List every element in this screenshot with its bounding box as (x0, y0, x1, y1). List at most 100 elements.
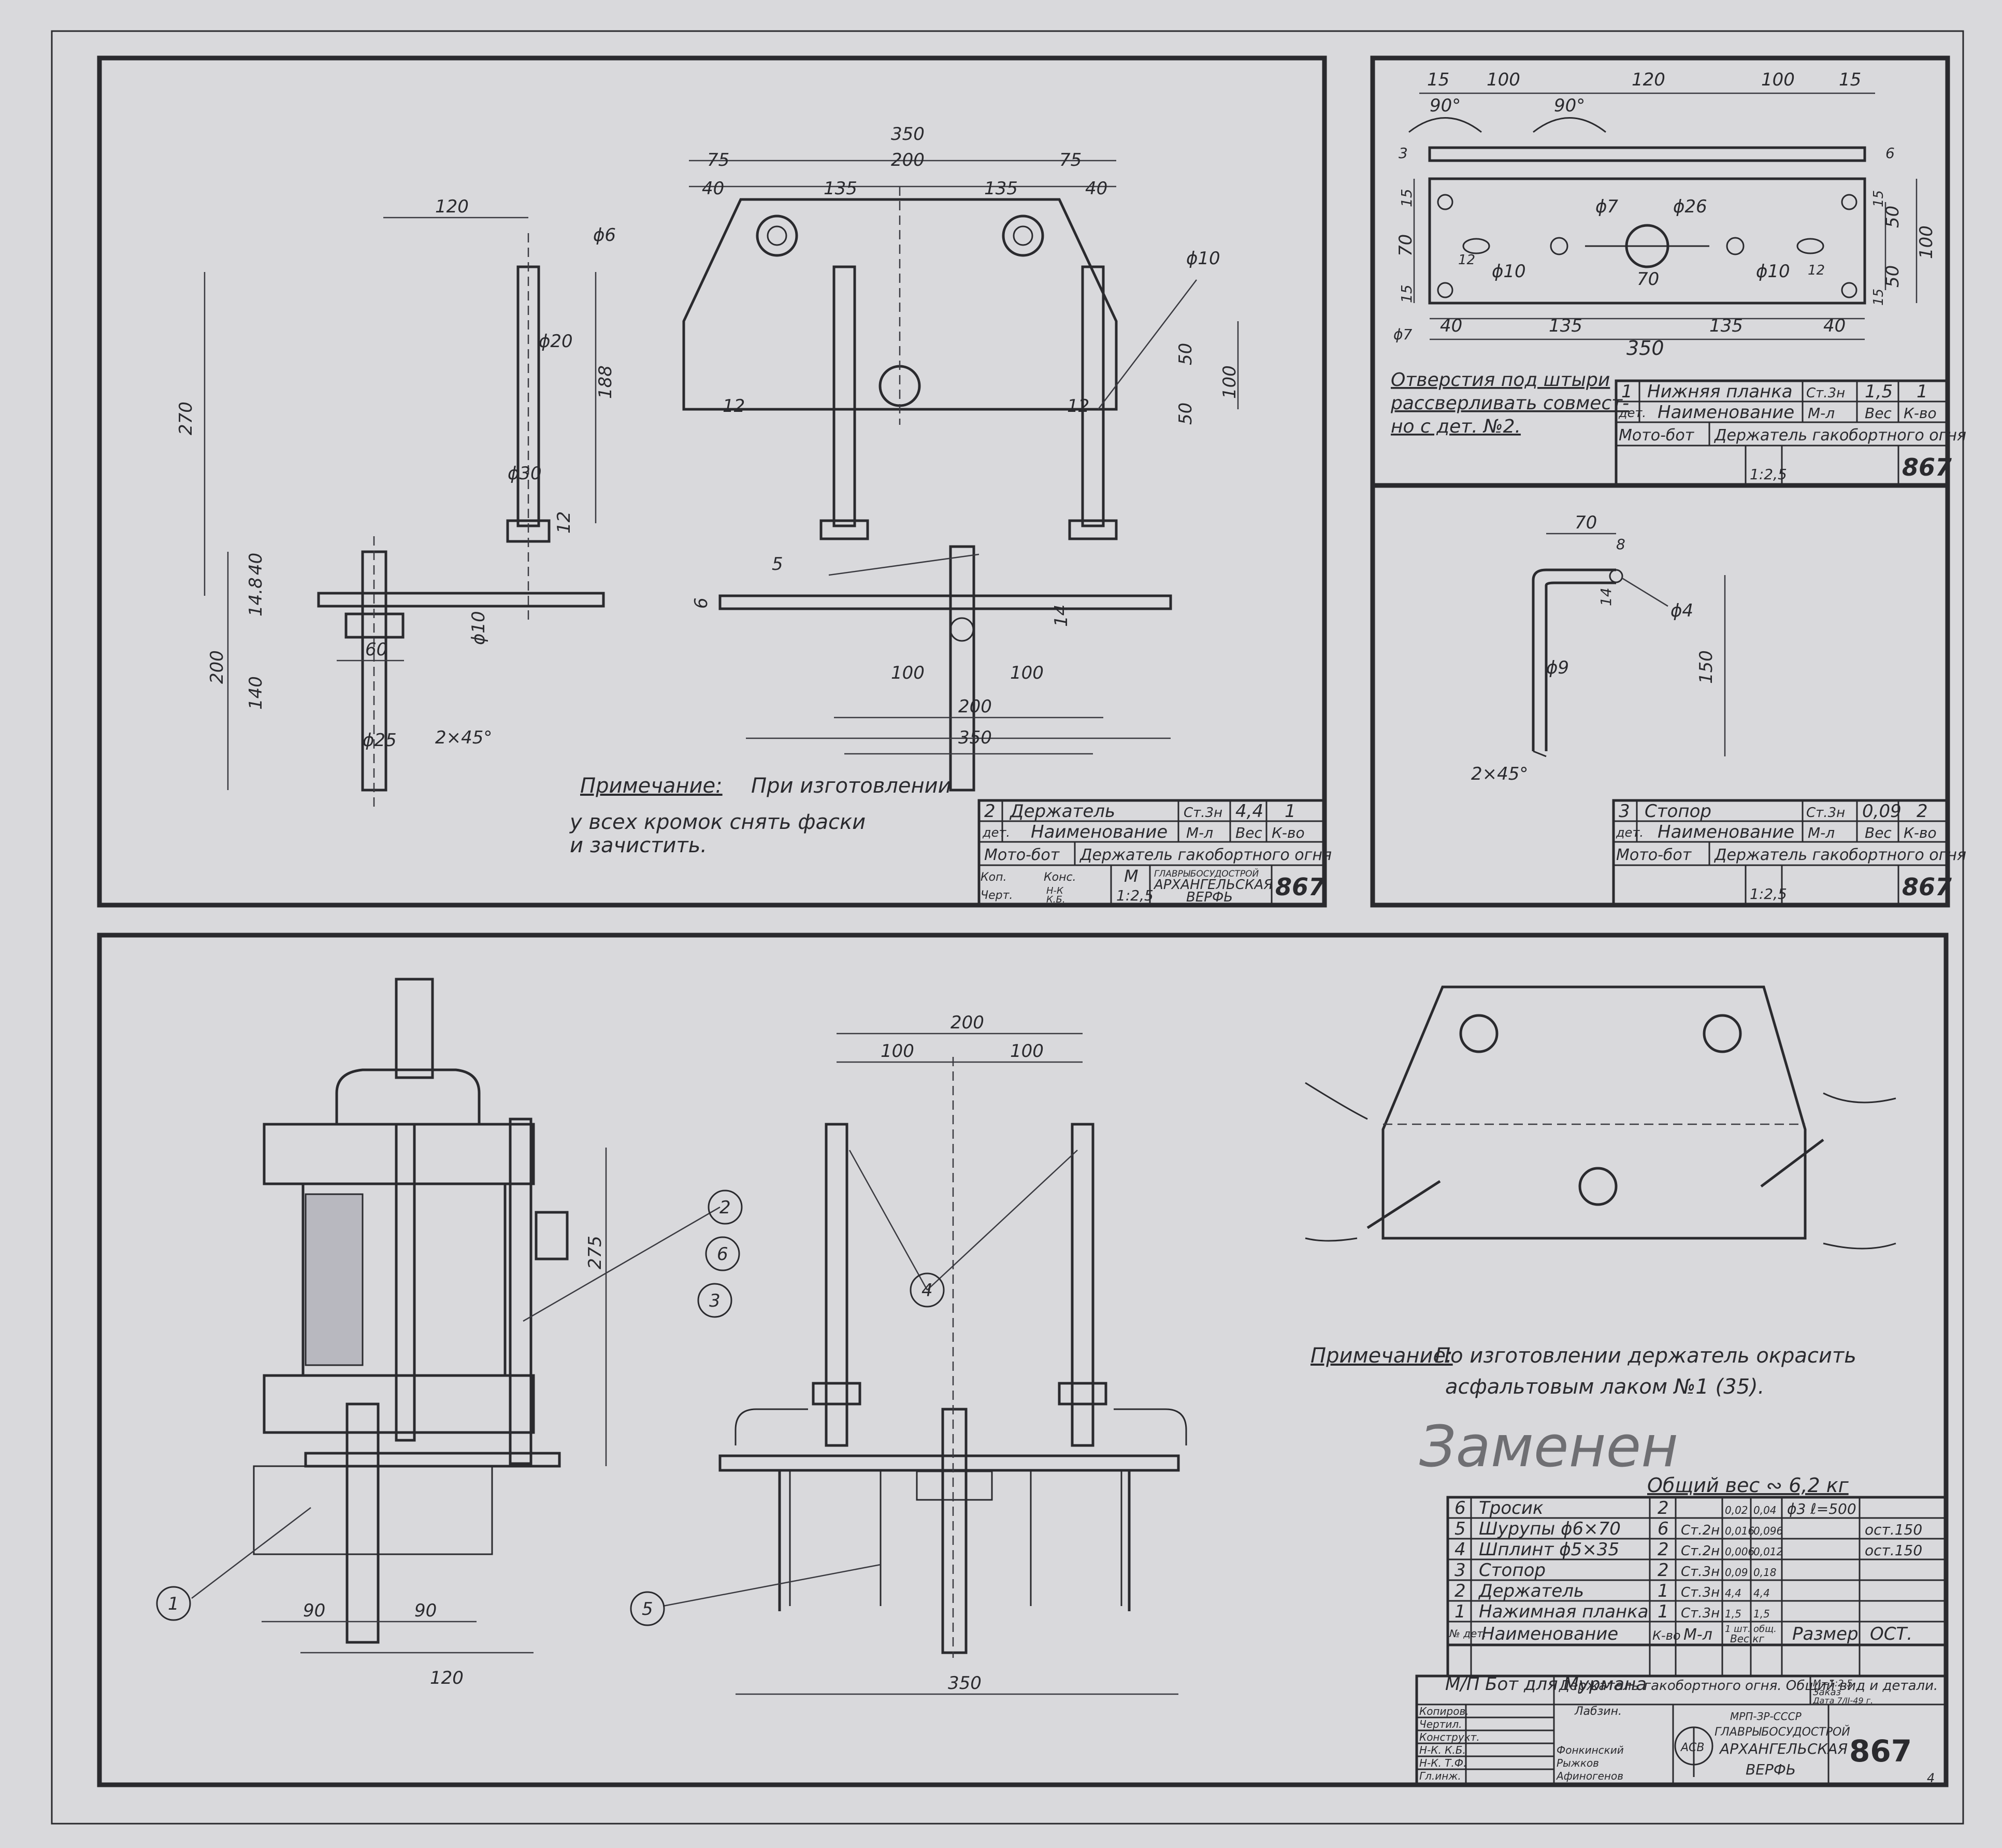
tr-dim-135-a: 135 (1549, 316, 1582, 336)
part-no: 3 (1454, 1560, 1466, 1581)
hdr-name: Наименование (1481, 1624, 1618, 1644)
tr-dim-3: 3 (1399, 145, 1408, 162)
tr-note-2: рассверливать совмест- (1390, 393, 1629, 414)
tr-dim-100-b: 100 (1761, 69, 1795, 90)
tb1-scale: 1:2,5 (1750, 466, 1787, 483)
dim-75-left: 75 (707, 150, 729, 170)
part-material: Ст.3н (1681, 1585, 1720, 1600)
dim-phi10: ϕ10 (468, 611, 489, 645)
panel-general-view: 275 90 90 120 (97, 933, 1949, 1787)
part-weight-total: 0,04 (1753, 1504, 1777, 1516)
logo-text: АСВ (1680, 1741, 1705, 1754)
dim-350-bottom: 350 (958, 727, 992, 748)
tb3-scale: 1:2,5 (1750, 885, 1787, 902)
tb2-scale-label: М (1124, 866, 1139, 886)
role-copy: Копиров. (1419, 1705, 1469, 1717)
tb2-nk: Н-К (1046, 885, 1064, 896)
tb2-hdr-weight: Вес (1235, 824, 1262, 841)
bv-dim-350: 350 (948, 1673, 982, 1694)
table-row: 2 Держатель 1 Ст.3н 4,4 4,4 (1454, 1581, 1770, 1601)
tb3-hdr-mat: М-л (1808, 824, 1835, 841)
tr-note-3: но с дет. №2. (1391, 416, 1521, 437)
dim-75-right: 75 (1059, 150, 1082, 170)
part-qty: 1 (1658, 1581, 1669, 1601)
balloon-4: 4 (921, 1280, 933, 1301)
parts-list-grid (1446, 1496, 1947, 1678)
name-2: Фонкинский (1557, 1744, 1624, 1756)
tb1-hdr-det: дет. (1618, 406, 1646, 420)
tb2-kop: Коп. (981, 871, 1006, 884)
tb1-assembly: Держатель гакобортного огня (1713, 426, 1966, 445)
tb2-item-no: 2 (984, 801, 996, 822)
dim-12-right: 12 (1067, 396, 1089, 417)
tr-dim-50-b: 50 (1882, 265, 1903, 288)
note-line-2: у всех кромок снять фаски (569, 810, 866, 834)
role-design: Конструкт. (1419, 1731, 1480, 1743)
dim-phi30: ϕ30 (508, 463, 542, 484)
dim-40: 40 (246, 553, 266, 575)
hdr-w2: общ. (1753, 1624, 1777, 1635)
dim-12: 12 (554, 511, 574, 534)
tr-dim-70: 70 (1395, 234, 1416, 256)
name-1: Лабзин. (1574, 1705, 1622, 1718)
dim-100-v: 100 (1219, 365, 1240, 399)
tb2-cher: Черт. (981, 889, 1013, 902)
dim-200-top: 200 (891, 150, 925, 170)
dim-60: 60 (365, 639, 387, 660)
part-no: 4 (1454, 1539, 1466, 1560)
tb3-project: Мото-бот (1616, 846, 1692, 864)
tr-dim-6: 6 (1885, 145, 1895, 162)
title-block-part-1 (1615, 379, 1949, 486)
dim-270: 270 (176, 402, 196, 435)
tb2-hdr-mat: М-л (1186, 824, 1213, 841)
dim-5: 5 (772, 554, 783, 575)
tr-dim-12-a: 12 (1458, 252, 1475, 268)
tb3-hdr-qty: К-во (1904, 824, 1937, 841)
main-title-block (1415, 1674, 1947, 1786)
tb2-weight: 4,4 (1235, 801, 1263, 822)
parts-list-rows: 6 Тросик 2 0,02 0,04 ϕ3 ℓ=500 5 Шурупы ϕ… (1454, 1498, 1922, 1622)
title-date: Дата 7/II-49 г. (1812, 1696, 1873, 1706)
org-3: АРХАНГЕЛЬСКАЯ (1719, 1740, 1848, 1757)
balloon-6: 6 (717, 1244, 728, 1265)
tr-dim-15-b: 15 (1839, 69, 1861, 90)
title-project: М/П Бот для Мурмана (1445, 1674, 1647, 1695)
total-weight: Общий вес ∾ 6,2 кг (1647, 1474, 1849, 1497)
role-chief: Гл.инж. (1419, 1770, 1461, 1782)
bv-dim-100-b: 100 (1010, 1041, 1044, 1062)
tr-dim-15-a: 15 (1427, 69, 1449, 90)
tb1-sheet-no: 867 (1902, 453, 1952, 481)
mr-dim-8: 8 (1616, 536, 1625, 553)
mr-dim-14: 14 (1597, 588, 1615, 606)
hdr-mat: М-л (1683, 1626, 1712, 1644)
tb3-item-name: Стопор (1645, 801, 1711, 822)
bv-dim-200: 200 (950, 1012, 984, 1033)
title-assembly: Держатель гакобортного огня. Общий вид и… (1559, 1678, 1938, 1694)
table-row: 5 Шурупы ϕ6×70 6 Ст.2н 0,016 0,096 ост.1… (1454, 1518, 1922, 1539)
tr-dim-15-c: 15 (1398, 189, 1415, 207)
installed-view (1305, 985, 1896, 1250)
note-line-1: При изготовлении (751, 774, 952, 798)
tb3-assembly: Держатель гакобортного огня (1713, 846, 1966, 864)
dim-phi6: ϕ6 (593, 225, 616, 246)
tb3-sheet-no: 867 (1902, 873, 1952, 901)
note-line-3: и зачистить. (570, 834, 707, 857)
tb1-material: Ст.3н (1806, 385, 1845, 401)
dim-200-bottom: 200 (958, 696, 992, 717)
part-qty: 2 (1658, 1498, 1669, 1518)
tr-dim-40-a: 40 (1440, 316, 1462, 336)
panel-holder-detail: 120 ϕ6 ϕ20 270 188 ϕ30 12 40 14.8 200 14… (97, 55, 1332, 908)
balloon-2: 2 (719, 1197, 731, 1218)
tb3-item-no: 3 (1619, 801, 1630, 822)
part-name: Шурупы ϕ6×70 (1479, 1518, 1621, 1539)
table-row: 3 Стопор 2 Ст.3н 0,09 0,18 (1454, 1560, 1777, 1581)
sheet-small-no: 4 (1927, 1771, 1935, 1785)
dim-14-8: 14.8 (246, 577, 266, 617)
tr-dim-phi7-b: ϕ7 (1393, 326, 1412, 343)
tb1-hdr-weight: Вес (1865, 405, 1892, 422)
tr-dim-15-f: 15 (1871, 289, 1886, 306)
part-weight-unit: 4,4 (1725, 1587, 1741, 1599)
dim-phi25: ϕ25 (363, 730, 397, 751)
